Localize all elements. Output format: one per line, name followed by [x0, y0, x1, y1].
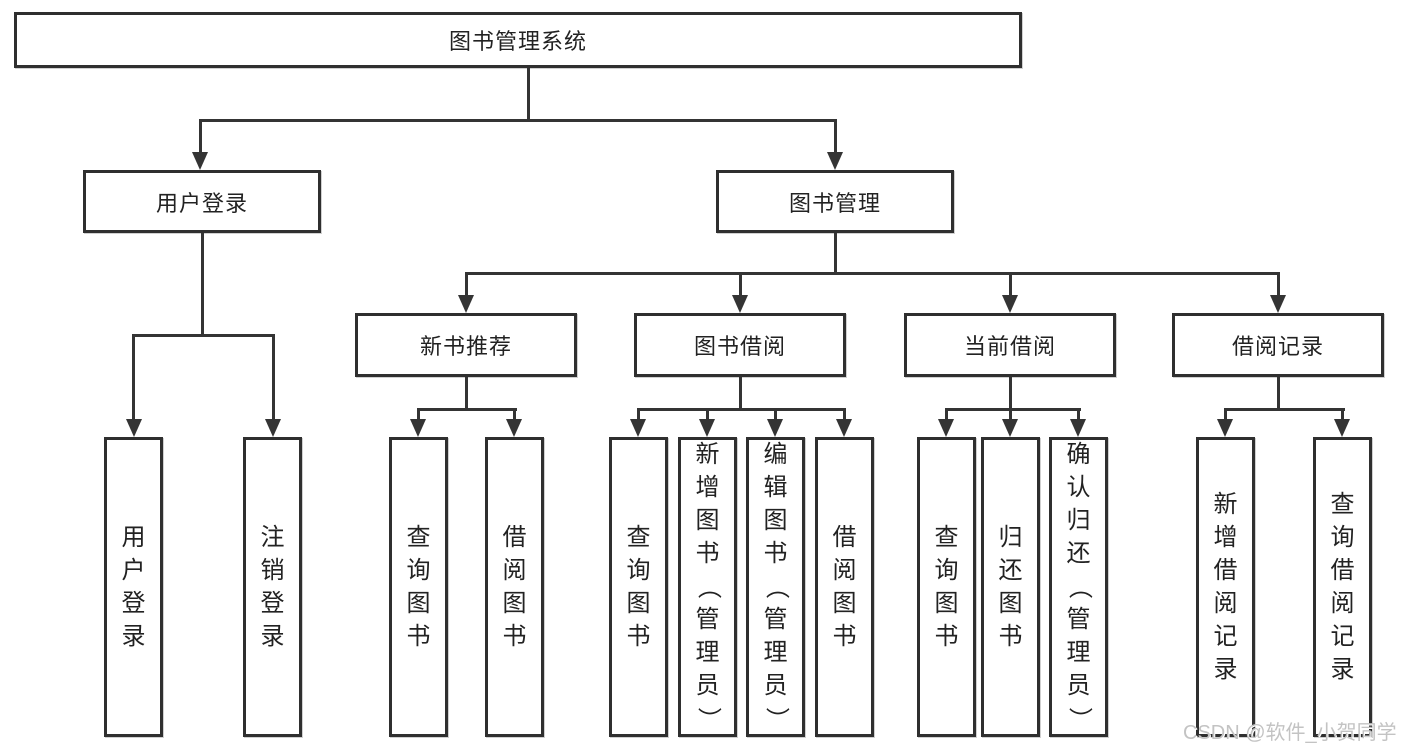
connector-cb-branch [945, 408, 1081, 411]
connector-cb-stem [1009, 377, 1012, 410]
connector-to-bb-edit [774, 408, 777, 421]
node-leaf-bb-edit-book-admin: 编辑图书（管理员） [746, 437, 805, 737]
arrow-down-icon [192, 152, 208, 170]
connector-book-mgmt-branch [465, 272, 1280, 275]
node-leaf-logout: 注销登录 [243, 437, 302, 737]
connector-to-book-mgmt [834, 119, 837, 154]
node-leaf-bb-borrow-book: 借阅图书 [815, 437, 874, 737]
arrow-down-icon [1070, 419, 1086, 437]
arrow-down-icon [1217, 419, 1233, 437]
arrow-down-icon [126, 419, 142, 437]
node-leaf-br-query-record: 查询借阅记录 [1313, 437, 1372, 737]
connector-to-cb-confirm [1077, 408, 1080, 421]
connector-to-ul-logout [272, 334, 275, 420]
connector-to-br-query [1341, 408, 1344, 421]
arrow-down-icon [506, 419, 522, 437]
connector-to-bb-add [706, 408, 709, 421]
connector-nbr-stem [465, 377, 468, 410]
node-leaf-br-add-record: 新增借阅记录 [1196, 437, 1255, 737]
connector-to-book-borrow [739, 272, 742, 298]
connector-to-ul-login [132, 334, 135, 420]
connector-bb-branch [637, 408, 846, 411]
connector-nbr-branch [417, 408, 517, 411]
arrow-down-icon [265, 419, 281, 437]
connector-to-cb-query [945, 408, 948, 421]
arrow-down-icon [732, 295, 748, 313]
node-user-login: 用户登录 [83, 170, 321, 233]
arrow-down-icon [827, 152, 843, 170]
connector-user-login-branch [132, 334, 274, 337]
arrow-down-icon [767, 419, 783, 437]
connector-to-nbr-query [417, 408, 420, 421]
arrow-down-icon [938, 419, 954, 437]
node-user-login-label: 用户登录 [155, 190, 248, 216]
node-leaf-nbr-borrow-book: 借阅图书 [485, 437, 544, 737]
connector-br-stem [1277, 377, 1280, 410]
connector-br-branch [1224, 408, 1345, 411]
node-new-book-rec-label: 新书推荐 [419, 334, 512, 359]
arrow-down-icon [699, 419, 715, 437]
connector-to-br-add [1224, 408, 1227, 421]
node-root: 图书管理系统 [14, 12, 1022, 68]
connector-to-bb-query [637, 408, 640, 421]
node-borrow-record: 借阅记录 [1172, 313, 1384, 377]
connector-user-login-stem [201, 233, 204, 336]
connector-bb-stem [739, 377, 742, 410]
node-leaf-user-login: 用户登录 [104, 437, 163, 737]
arrow-down-icon [458, 295, 474, 313]
arrow-down-icon [836, 419, 852, 437]
node-current-borrow-label: 当前借阅 [963, 334, 1056, 359]
node-leaf-cb-return-book: 归还图书 [981, 437, 1040, 737]
node-book-borrow-label: 图书借阅 [693, 334, 786, 359]
connector-to-cb-return [1009, 408, 1012, 421]
arrow-down-icon [1002, 295, 1018, 313]
connector-to-bb-borrow [843, 408, 846, 421]
node-current-borrow: 当前借阅 [904, 313, 1116, 377]
arrow-down-icon [1270, 295, 1286, 313]
arrow-down-icon [630, 419, 646, 437]
node-leaf-bb-query-book: 查询图书 [609, 437, 668, 737]
node-leaf-nbr-query-book: 查询图书 [389, 437, 448, 737]
connector-root-branch [199, 119, 836, 122]
node-borrow-record-label: 借阅记录 [1231, 334, 1324, 359]
node-new-book-rec: 新书推荐 [355, 313, 577, 377]
node-leaf-cb-query-book: 查询图书 [917, 437, 976, 737]
connector-book-mgmt-stem [834, 233, 837, 275]
node-book-mgmt-label: 图书管理 [788, 190, 881, 216]
node-book-borrow: 图书借阅 [634, 313, 846, 377]
node-root-label: 图书管理系统 [448, 29, 587, 54]
arrow-down-icon [1334, 419, 1350, 437]
connector-to-user-login [199, 119, 202, 154]
connector-to-nbr-borrow [513, 408, 516, 421]
arrow-down-icon [1002, 419, 1018, 437]
connector-to-borrow-record [1277, 272, 1280, 298]
connector-root-stem [527, 68, 530, 121]
node-leaf-bb-add-book-admin: 新增图书（管理员） [678, 437, 737, 737]
connector-to-new-book-rec [465, 272, 468, 298]
node-leaf-cb-confirm-return-admin: 确认归还（管理员） [1049, 437, 1108, 737]
csdn-watermark: CSDN @软件_小贺同学 [1183, 722, 1397, 744]
connector-to-current-borrow [1009, 272, 1012, 298]
arrow-down-icon [410, 419, 426, 437]
node-book-mgmt: 图书管理 [716, 170, 954, 233]
